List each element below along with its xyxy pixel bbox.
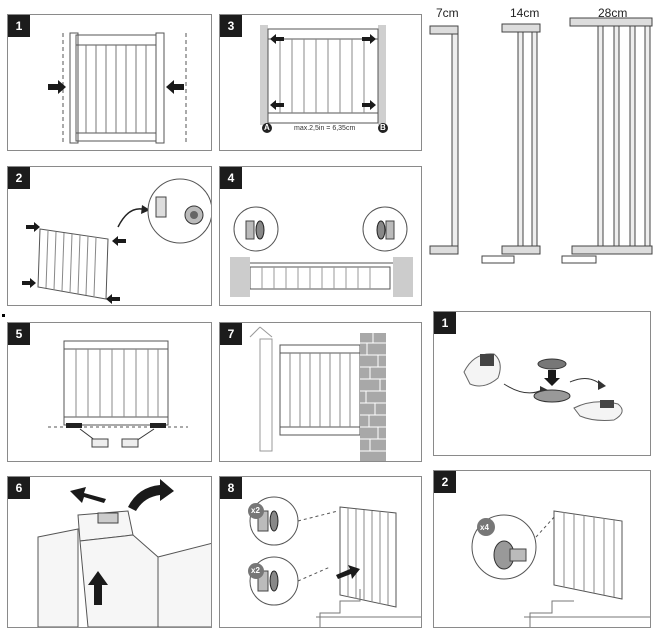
measurement-caption: max.2,5in = 6,35cm <box>294 125 356 132</box>
step-8-panel: 8 x2 x2 <box>219 476 422 628</box>
quantity-x2-bottom: x2 <box>251 566 260 575</box>
alt-step-2-panel: 2 x4 <box>433 470 651 628</box>
step-badge: 7 <box>220 323 242 345</box>
step-badge: 5 <box>8 323 30 345</box>
lock-release-illustration <box>37 479 211 627</box>
extension-28cm-drawing <box>561 17 653 264</box>
alt-step-1-panel: 1 <box>433 311 651 456</box>
quantity-x2-top: x2 <box>251 506 260 515</box>
step-badge: 6 <box>8 477 30 499</box>
marker-dot <box>2 314 5 317</box>
step-badge: 4 <box>220 167 242 189</box>
gate-with-pads-illustration <box>48 340 188 448</box>
step-badge: 1 <box>434 312 456 334</box>
step-1-panel: 1 <box>7 14 212 151</box>
extension-14cm-drawing <box>481 23 541 264</box>
step-badge: 2 <box>434 471 456 493</box>
step-2-panel: 2 <box>7 166 212 306</box>
gate-illustration <box>260 25 388 133</box>
step-4-panel: 4 <box>219 166 422 306</box>
extension-label: 7cm <box>436 6 459 20</box>
step-5-panel: 5 <box>7 322 212 462</box>
adhesive-pad-illustration <box>463 353 623 421</box>
step-6-panel: 6 <box>7 476 212 628</box>
gate-with-spindle-illustration <box>22 178 211 304</box>
step-badge: 2 <box>8 167 30 189</box>
extension-28cm: 28cm <box>558 2 654 267</box>
extension-label: 14cm <box>510 6 540 20</box>
gate-illustration <box>48 32 187 144</box>
quantity-x4: x4 <box>480 523 489 532</box>
gate-on-wall-illustration <box>249 326 386 461</box>
step-badge: 1 <box>8 15 30 37</box>
extension-7cm-drawing <box>429 25 459 255</box>
gate-with-adhesive-illustration <box>471 510 650 627</box>
step-7-panel: 7 <box>219 322 422 462</box>
extension-label: 28cm <box>598 6 628 20</box>
step-badge: 3 <box>220 15 242 37</box>
corner-label-b: B <box>380 123 386 132</box>
step-badge: 8 <box>220 477 242 499</box>
extension-14cm: 14cm <box>480 2 555 267</box>
step-3-panel: 3 A B max.2,5in = 6,35cm <box>219 14 422 151</box>
gate-on-stairs-illustration <box>248 496 421 627</box>
corner-label-a: A <box>264 123 270 132</box>
extension-7cm: 7cm <box>424 2 484 267</box>
gate-tightening-illustration <box>230 206 413 297</box>
